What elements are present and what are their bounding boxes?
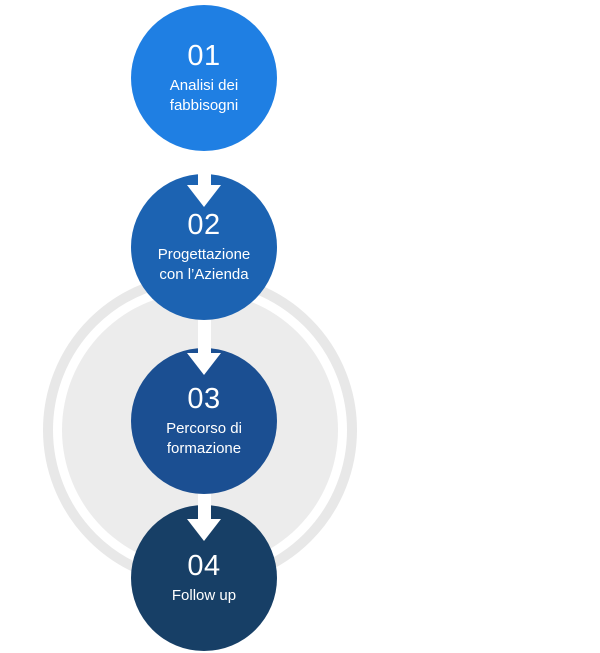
step-label: Follow up bbox=[172, 586, 236, 606]
arrow-down-icon bbox=[187, 151, 221, 207]
step-number: 01 bbox=[187, 40, 221, 73]
step-label-line: Percorso di bbox=[166, 419, 242, 437]
step-label: Percorso di formazione bbox=[166, 419, 242, 459]
step-number: 04 bbox=[187, 550, 221, 583]
step-label-line: Follow up bbox=[171, 586, 237, 604]
arrow-down-icon bbox=[187, 494, 221, 541]
arrow-head bbox=[187, 519, 221, 541]
step-number: 03 bbox=[187, 383, 221, 416]
arrow-head bbox=[187, 185, 221, 207]
step-circle-01: 01 Analisi dei fabbisogni bbox=[131, 5, 277, 151]
step-label-line: Analisi dei bbox=[169, 76, 239, 94]
arrow-stem bbox=[197, 151, 211, 185]
step-number: 02 bbox=[187, 209, 221, 242]
step-label-line: formazione bbox=[166, 439, 242, 457]
step-label: Progettazione con l’Azienda bbox=[158, 245, 251, 285]
arrow-down-icon bbox=[187, 320, 221, 375]
step-label-line: Progettazione bbox=[157, 245, 251, 263]
arrow-stem bbox=[197, 494, 211, 519]
arrow-head bbox=[187, 353, 221, 375]
arrow-stem bbox=[197, 320, 211, 353]
step-label-line: con l’Azienda bbox=[159, 265, 249, 283]
step-label: Analisi dei fabbisogni bbox=[170, 76, 238, 116]
step-label-line: fabbisogni bbox=[169, 96, 239, 114]
